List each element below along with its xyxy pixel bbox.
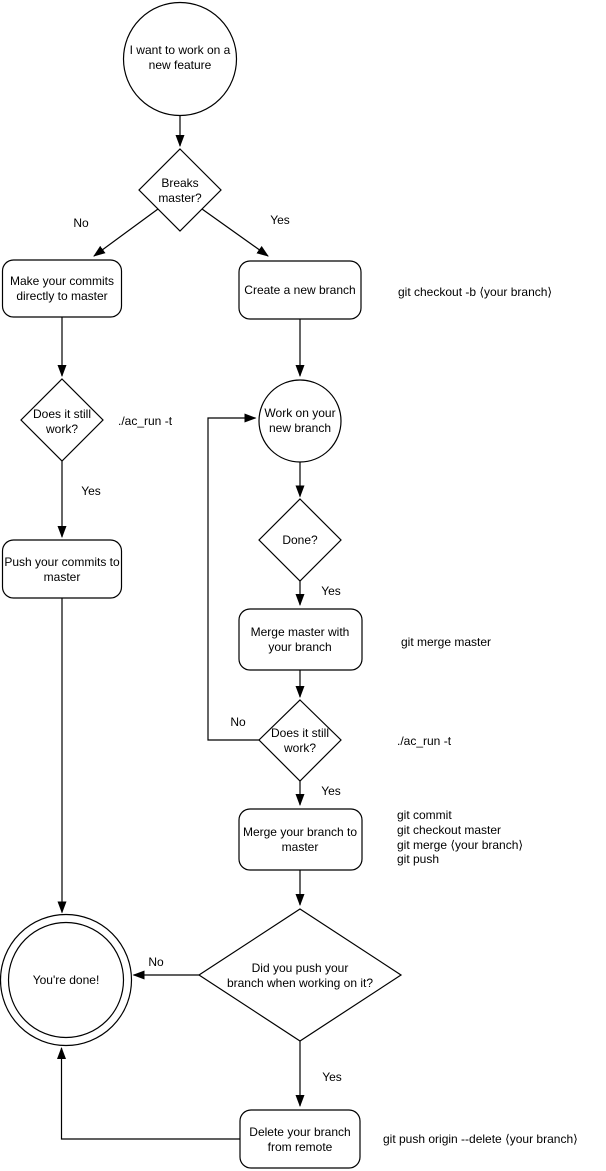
still-works-left-label-line2: work? [45,422,78,436]
node-delete-branch: Delete your branch from remote [239,1109,361,1169]
did-you-push-diamond [197,908,403,1042]
annotation-create-branch-cmd: git checkout -b ⟨your branch⟩ [398,285,552,299]
node-merge-branch: Merge your branch to master [238,808,363,871]
breaks-master-label-line1: Breaks [161,176,198,190]
merge-master-label-line2: your branch [268,640,331,654]
node-done: Done? [258,498,342,582]
edge-labels: No Yes Yes Yes No Yes No Yes [73,213,341,1084]
did-you-push-label-line2: branch when working on it? [227,976,373,990]
merge-master-box [238,608,363,671]
breaks-master-label-line2: master? [158,191,202,205]
make-commits-box [1,259,123,318]
youre-done-label: You're done! [33,973,100,987]
done-label: Done? [282,533,318,547]
annotation-merge-branch-cmd-2: git checkout master [397,823,501,837]
did-you-push-label-line1: Did you push your [252,961,349,975]
start-label-line2: new feature [149,58,212,72]
node-youre-done: You're done! [0,913,133,1047]
annotation-merge-branch-cmd-3: git merge ⟨your branch⟩ [397,838,523,852]
annotation-merge-branch-cmd-1: git commit [397,808,452,822]
node-merge-master: Merge master with your branch [238,608,363,671]
still-works-left-diamond [20,378,104,462]
start-label-line1: I want to work on a [130,43,231,57]
merge-branch-label-line1: Merge your branch to [243,825,357,839]
create-branch-label: Create a new branch [244,283,355,297]
still-works-right-label-line2: work? [283,741,316,755]
annotation-delete-branch-cmd: git push origin --delete ⟨your branch⟩ [383,1132,578,1146]
still-works-left-label-line1: Does it still [33,407,91,421]
make-commits-label-line1: Make your commits [10,274,114,288]
node-push-commits: Push your commits to master [1,539,123,599]
annotation-merge-master-cmd: git merge master [401,635,491,649]
edges [57,115,305,1140]
breaks-master-diamond [138,148,222,232]
node-breaks-master: Breaks master? [138,148,222,232]
edge-delete-to-done-loop [57,1047,240,1140]
work-on-branch-circle [258,379,342,463]
node-still-works-left: Does it still work? [20,378,104,462]
delete-branch-box [239,1109,361,1169]
merge-master-label-line1: Merge master with [251,625,350,639]
label-breaks-yes: Yes [270,213,290,227]
annotations: git checkout -b ⟨your branch⟩ ./ac_run -… [118,285,578,1146]
edge-breaks-master-yes [201,208,269,257]
label-still-right-yes: Yes [321,784,341,798]
annotation-test-cmd-left: ./ac_run -t [118,414,173,428]
delete-branch-label-line2: from remote [268,1140,333,1154]
merge-branch-label-line2: master [282,840,319,854]
work-on-branch-label-line2: new branch [269,421,331,435]
node-create-branch: Create a new branch [238,260,362,320]
label-breaks-no: No [73,216,89,230]
push-commits-label-line1: Push your commits to [4,555,120,569]
label-still-left-yes: Yes [81,484,101,498]
push-commits-box [1,539,123,599]
still-works-right-label-line1: Does it still [271,726,329,740]
edge-breaks-master-no [93,208,159,257]
make-commits-label-line2: directly to master [16,289,107,303]
start-circle [122,1,238,117]
node-make-commits: Make your commits directly to master [1,259,123,318]
node-still-works-right: Does it still work? [258,699,342,782]
node-did-you-push: Did you push your branch when working on… [197,908,403,1042]
work-on-branch-label-line1: Work on your [264,406,335,420]
still-works-right-diamond [258,699,342,782]
label-did-push-no: No [148,955,164,969]
delete-branch-label-line1: Delete your branch [249,1125,350,1139]
youre-done-inner-circle [7,921,125,1039]
annotation-test-cmd-right: ./ac_run -t [397,734,452,748]
label-did-push-yes: Yes [322,1070,342,1084]
node-start: I want to work on a new feature [122,1,238,117]
node-work-on-branch: Work on your new branch [258,379,342,463]
done-diamond [258,498,342,582]
label-still-right-no: No [230,715,246,729]
create-branch-box [238,260,362,320]
merge-branch-box [238,808,363,871]
push-commits-label-line2: master [44,570,81,584]
annotation-merge-branch-cmd-4: git push [397,852,439,866]
edge-still-works-no-loop [207,413,259,741]
label-done-yes: Yes [321,584,341,598]
